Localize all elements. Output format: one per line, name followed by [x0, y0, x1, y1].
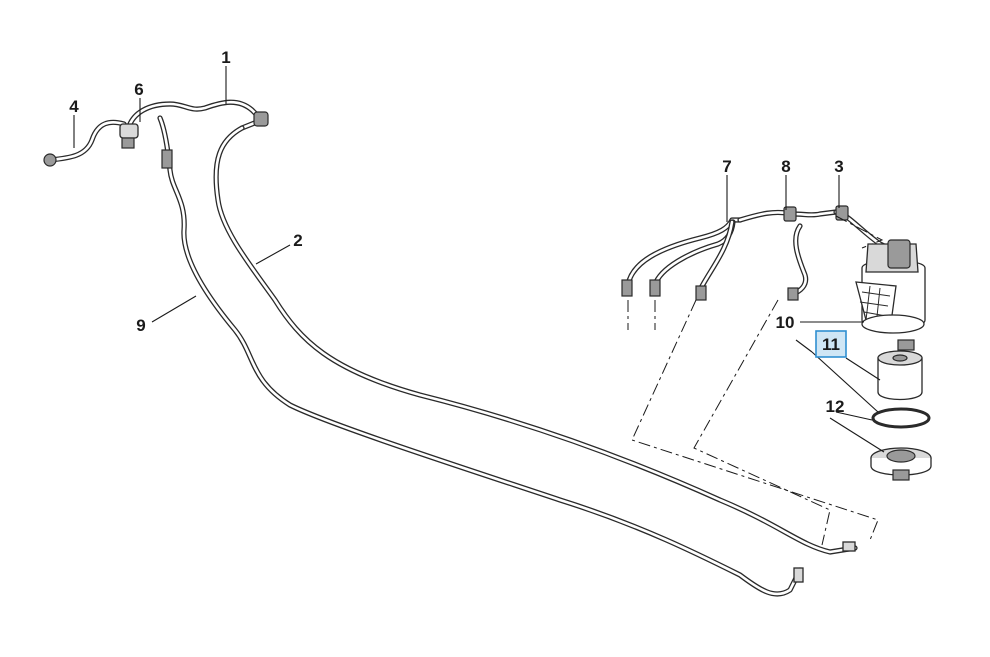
fuel-lines-7 [621, 209, 795, 301]
dashed-routing-lines [627, 215, 884, 546]
filter-element [877, 350, 923, 401]
callout-11[interactable]: 11 [822, 335, 840, 354]
callout-labels: 1 2 3 4 6 7 8 9 10 11 12 [69, 48, 847, 416]
fuel-line-8 [783, 206, 839, 301]
callout-10: 10 [776, 313, 795, 332]
fuel-pipe-9 [157, 115, 804, 597]
connector-9-end [793, 567, 804, 583]
callout-2: 2 [293, 231, 302, 250]
fuel-pipe-2 [213, 125, 858, 555]
fitting-1-right [253, 111, 269, 127]
connector-6 [119, 123, 139, 149]
callout-8: 8 [781, 157, 790, 176]
callout-4: 4 [69, 97, 79, 116]
callout-11-highlight[interactable] [815, 330, 847, 358]
callout-9: 9 [136, 316, 145, 335]
filter-cap [870, 447, 932, 481]
connector-2-end [842, 541, 856, 552]
connector-9-top [161, 149, 173, 169]
filter-housing [855, 239, 926, 351]
leader-lines [73, 66, 885, 453]
fuel-hose-4 [43, 119, 127, 167]
connector-4-end [43, 153, 57, 167]
callout-3: 3 [834, 157, 843, 176]
o-ring [871, 407, 931, 429]
callout-7: 7 [722, 157, 731, 176]
fuel-line-3 [833, 205, 891, 251]
callout-12: 12 [826, 397, 845, 416]
callout-1: 1 [221, 48, 230, 67]
callout-6: 6 [134, 80, 143, 99]
